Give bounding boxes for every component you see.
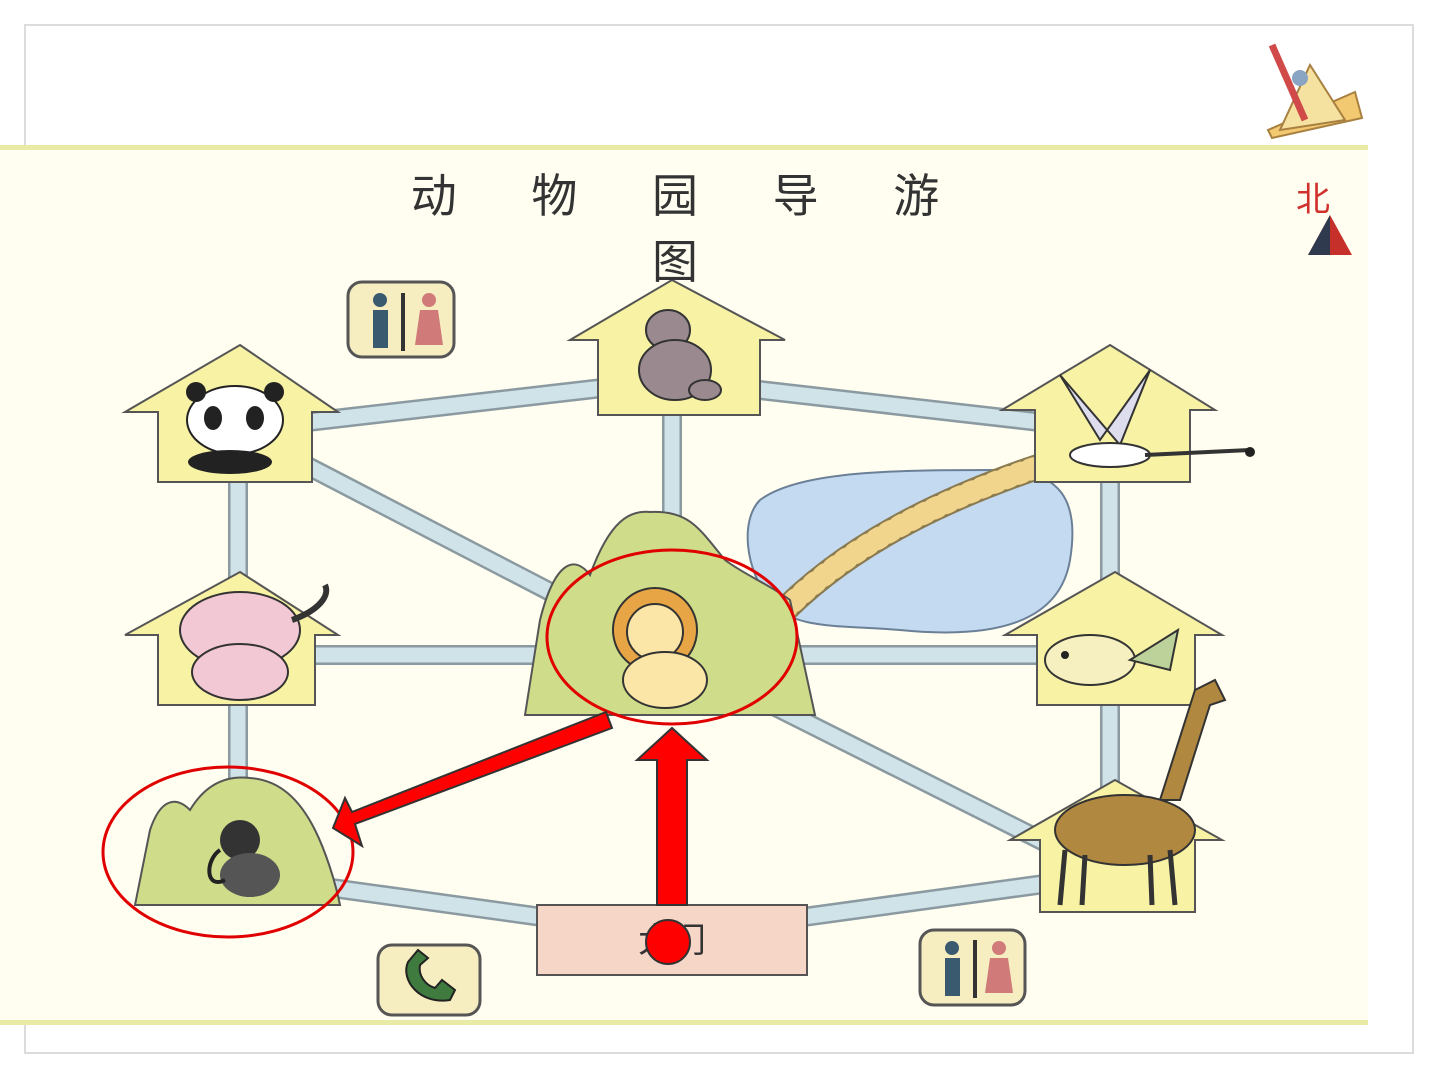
lion-hill [523,510,817,716]
lion-highlight-circle [545,548,799,726]
elephant-icon [179,583,330,701]
route-arrow-north [634,726,710,906]
animal-house-elephant [124,570,342,706]
north-arrow-icon [1308,215,1352,255]
monkey-highlight-circle [101,765,355,939]
restroom-sign-south [918,928,1027,1007]
phone-sign [376,943,482,1017]
fish-icon [1044,627,1180,686]
giraffe-icon [1054,678,1227,906]
animal-house-giraffe [1006,678,1227,913]
north-label: 北 [1296,180,1330,220]
restroom-icon [945,940,1013,998]
animal-house-crane [998,343,1255,483]
monkey-icon [207,820,280,897]
animal-house-fish [1001,570,1226,706]
animal-house-gorilla [566,278,786,416]
route-arrow-southwest [331,710,614,849]
restroom-icon [373,293,443,351]
drafting-tools-icon [1266,43,1364,140]
crane-icon [1059,369,1255,468]
panda-icon [186,382,284,474]
phone-icon [405,948,457,1002]
lion-icon [612,587,708,709]
map-title: 动 物 园 导 游 图 [410,169,970,289]
animal-house-panda [121,343,342,483]
restroom-sign-north [346,280,456,359]
gorilla-icon [638,309,722,401]
monkey-hill [133,776,342,906]
start-point-dot [645,919,691,965]
bridge [762,442,1088,633]
